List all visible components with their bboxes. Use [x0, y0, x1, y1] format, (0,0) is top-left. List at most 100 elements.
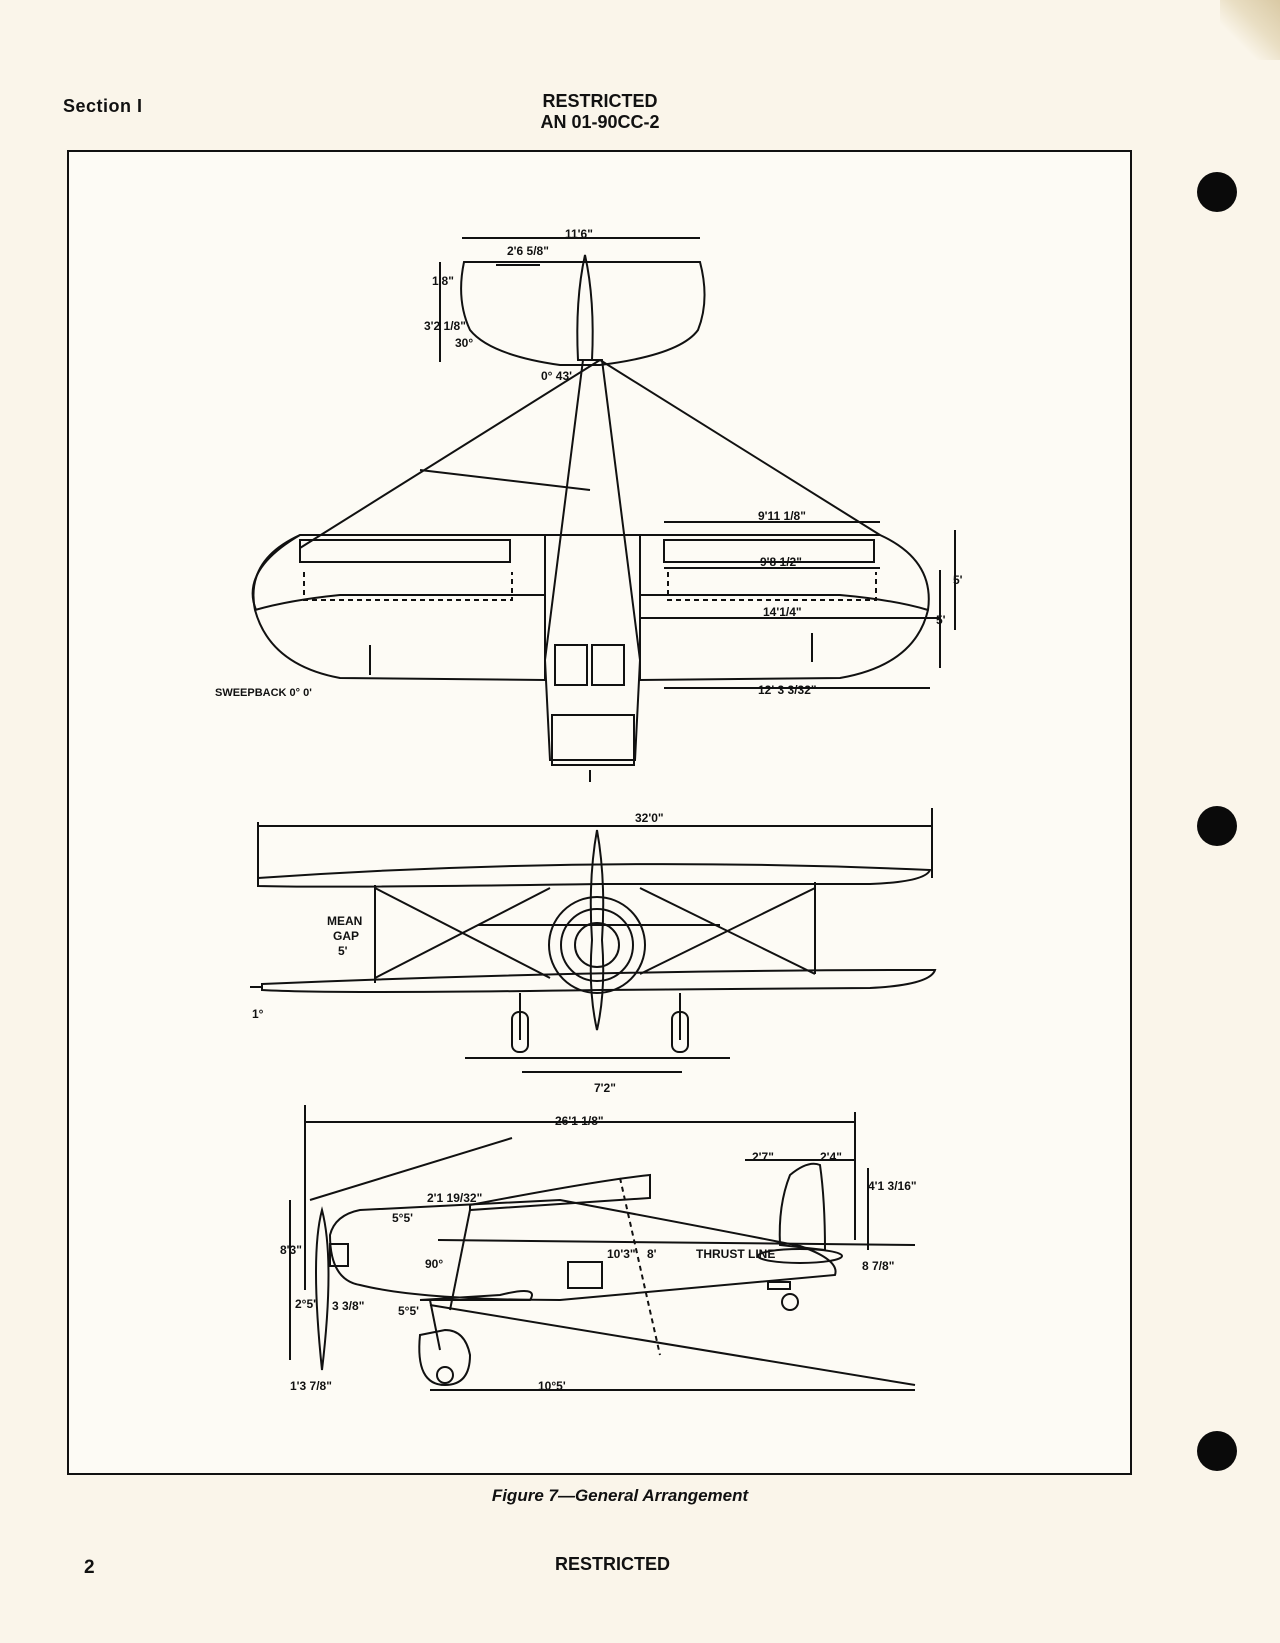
main-wheel-fairing: [418, 1328, 472, 1387]
vertical-fin-side: [778, 1162, 827, 1252]
cowling-top: [551, 714, 635, 766]
lower-wing-front: [261, 968, 937, 993]
section-label: Section I: [63, 96, 143, 116]
binder-hole-bottom: [1197, 1431, 1237, 1471]
left-wing-tip: [251, 534, 301, 611]
top-view-labels: 11'6" 2'6 5/8" 1'8" 3'2 1/8" 30° 0° 43' …: [215, 227, 963, 699]
left-upper-wing-trailing: [254, 594, 545, 611]
page-number: 2: [84, 1557, 95, 1578]
label-tail-angle: 30°: [455, 336, 473, 350]
propeller-front: [589, 829, 605, 1031]
propeller-side: [315, 1206, 330, 1371]
tail-wheel-side: [781, 1293, 799, 1311]
horizontal-tail-outline: [460, 261, 706, 366]
label-dim-a: 9'11 1/8": [758, 509, 806, 523]
label-mean-gap-3: 5': [338, 944, 348, 958]
lower-wing-side: [419, 1290, 533, 1301]
label-elevator-tab: 2'6 5/8": [507, 244, 549, 258]
wing-strut-side: [449, 1209, 471, 1311]
left-wire-b: [374, 887, 551, 979]
figure-frame: [67, 150, 1132, 1475]
tail-gear-housing: [767, 1281, 791, 1290]
label-stagger: 2'1 19/32": [427, 1191, 482, 1205]
label-prop-height: 8'3": [280, 1243, 302, 1257]
left-aileron: [299, 539, 511, 563]
label-8: 8': [647, 1247, 657, 1261]
label-span: 32'0": [635, 811, 664, 825]
label-sweepback: SWEEPBACK 0° 0': [215, 687, 312, 699]
cowling-outer: [548, 896, 646, 994]
document-number: AN 01-90CC-2: [540, 112, 660, 132]
label-thrust-line: THRUST LINE: [696, 1247, 775, 1261]
binder-hole-middle: [1197, 806, 1237, 846]
strut-line: [419, 469, 591, 491]
side-view-labels: 26'1 1/8" 2'7" 2'4" 4'1 3/16" 2'1 19/32"…: [280, 1114, 917, 1393]
label-8-7-8: 8 7/8": [862, 1259, 894, 1273]
label-90: 90°: [425, 1257, 443, 1271]
main-gear-leg: [429, 1299, 441, 1351]
left-lower-aileron: [303, 572, 513, 601]
cowling-inner: [574, 922, 620, 968]
thrust-line: [437, 1239, 916, 1246]
cowling-middle: [560, 908, 634, 982]
flying-wire-left: [299, 359, 601, 549]
label-dihedral-note: 0° 43': [541, 369, 572, 383]
label-mean-gap-1: MEAN: [327, 914, 362, 928]
fuselage-top: [543, 359, 642, 761]
binder-hole-top: [1197, 172, 1237, 212]
label-stab-chord: 1'8": [432, 274, 454, 288]
spinner-side: [329, 1243, 349, 1267]
label-fin-dim1: 2'7": [752, 1150, 774, 1164]
label-5-5a: 5°5': [392, 1211, 413, 1225]
reference-line-upper: [309, 1137, 513, 1201]
label-tail-depth: 3'2 1/8": [424, 319, 466, 333]
label-5-5b: 5°5': [398, 1304, 419, 1318]
label-tail-span: 11'6": [565, 227, 593, 241]
page-corner-curl: [1220, 0, 1280, 60]
label-10-3: 10'3": [607, 1247, 636, 1261]
right-wire-b: [639, 887, 816, 975]
label-ground-angle: 10°5': [538, 1379, 566, 1393]
header-classification: RESTRICTED: [542, 91, 658, 111]
cockpit-left: [554, 644, 588, 686]
front-view: [250, 808, 937, 1073]
upper-wing-side: [469, 1173, 651, 1212]
left-wheel-front: [511, 1011, 529, 1053]
label-dim-e: 5': [953, 573, 963, 587]
right-lower-aileron: [667, 572, 877, 601]
side-view: [289, 1105, 916, 1391]
right-upper-wing-trailing: [640, 594, 929, 611]
left-lower-wing: [252, 534, 546, 682]
horizontal-tail-side: [757, 1248, 843, 1264]
label-mean-gap-2: GAP: [333, 929, 359, 943]
label-length: 26'1 1/8": [555, 1114, 604, 1128]
label-ground-clear: 1'3 7/8": [290, 1379, 332, 1393]
top-view: [251, 237, 956, 782]
side-window: [567, 1261, 603, 1289]
label-dihedral: 1°: [252, 1007, 264, 1021]
cockpit-right: [591, 644, 625, 686]
label-fin-dim2: 2'4": [820, 1150, 842, 1164]
right-aileron: [663, 539, 875, 563]
reference-line-lower: [429, 1304, 916, 1386]
fin-top-outline: [576, 254, 594, 361]
label-dim-c: 14'1/4": [763, 605, 802, 619]
label-2-5: 2°5': [295, 1297, 316, 1311]
label-tread: 7'2": [594, 1081, 616, 1095]
label-3-3-8: 3 3/8": [332, 1299, 364, 1313]
label-dim-d: 12' 3 3/32": [758, 683, 817, 697]
right-wheel-front: [671, 1011, 689, 1053]
figure-caption: Figure 7—General Arrangement: [491, 1486, 749, 1505]
header-block: RESTRICTED AN 01-90CC-2: [0, 91, 1200, 133]
flying-wire-right: [599, 359, 881, 536]
upper-wing-front: [257, 863, 932, 888]
front-view-labels: 32'0" MEAN GAP 5' 1° 7'2": [252, 811, 664, 1095]
dim-line-10-3: [619, 1177, 661, 1356]
footer-classification: RESTRICTED: [554, 1554, 670, 1574]
label-dim-b: 9'8 1/2": [760, 555, 802, 569]
main-wheel-side: [436, 1366, 454, 1384]
label-height: 4'1 3/16": [868, 1179, 917, 1193]
label-dim-f: 5': [936, 613, 946, 627]
